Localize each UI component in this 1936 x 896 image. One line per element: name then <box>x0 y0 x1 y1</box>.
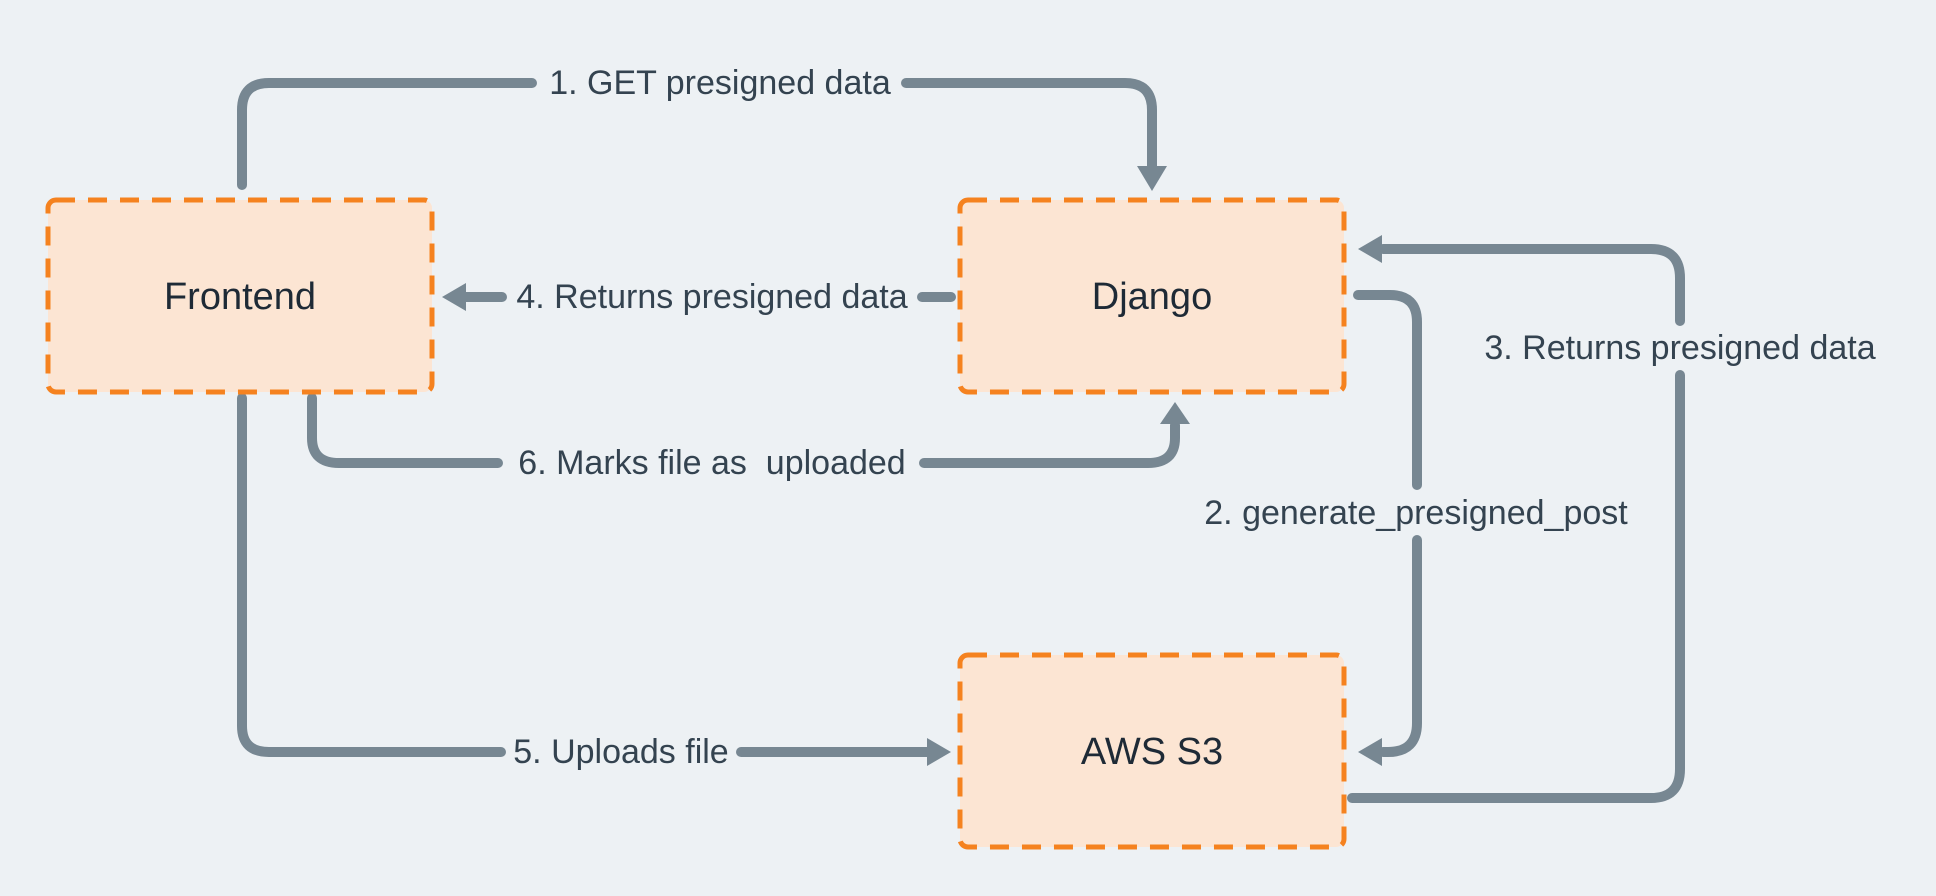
flow-3-line-start <box>1347 370 1685 803</box>
flow-3-arrowhead-left-icon <box>1358 235 1382 263</box>
node-aws-s3-box <box>957 652 1347 850</box>
flow-5-uploads-file: 5. Uploads file <box>237 393 951 771</box>
flow-5-line-start <box>237 393 506 757</box>
flow-6-marks-file-uploaded: 6. Marks file as uploaded <box>307 393 1190 482</box>
flow-3-returns-presigned-data: 3. Returns presigned data <box>1347 235 1876 803</box>
flow-2-label: 2. generate_presigned_post <box>1204 494 1628 532</box>
node-aws-s3-label: AWS S3 <box>1081 731 1223 773</box>
flow-4-label: 4. Returns presigned data <box>516 278 907 316</box>
node-frontend: Frontend <box>45 197 435 395</box>
flow-2-line-end <box>1378 535 1422 757</box>
flow-3-label: 3. Returns presigned data <box>1484 329 1875 367</box>
flow-4-returns-presigned-data: 4. Returns presigned data <box>442 278 956 316</box>
flow-1-label: 1. GET presigned data <box>549 64 891 102</box>
flow-4-arrowhead-left-icon <box>442 283 466 311</box>
node-django-label: Django <box>1092 276 1212 318</box>
flow-6-arrowhead-up-icon <box>1160 402 1190 424</box>
flow-6-line-start <box>307 393 503 468</box>
node-django: Django <box>957 197 1347 395</box>
flow-6-label: 6. Marks file as uploaded <box>518 444 905 482</box>
flow-1-get-presigned-data: 1. GET presigned data <box>237 64 1167 191</box>
flow-3-line-end <box>1378 244 1685 326</box>
node-frontend-label: Frontend <box>164 276 316 318</box>
flow-2-line-start <box>1353 290 1422 490</box>
flow-6-line-end <box>919 420 1180 468</box>
flow-1-line-end <box>901 78 1157 172</box>
node-django-box <box>957 197 1347 395</box>
flow-2-generate-presigned-post: 2. generate_presigned_post <box>1204 290 1628 766</box>
node-frontend-box <box>45 197 435 395</box>
flow-2-arrowhead-left-icon <box>1358 738 1382 766</box>
flow-1-arrowhead-down-icon <box>1137 166 1167 191</box>
flow-1-line-start <box>237 78 537 190</box>
node-aws-s3: AWS S3 <box>957 652 1347 850</box>
flow-5-arrowhead-right-icon <box>927 738 951 766</box>
flow-5-label: 5. Uploads file <box>513 733 728 771</box>
